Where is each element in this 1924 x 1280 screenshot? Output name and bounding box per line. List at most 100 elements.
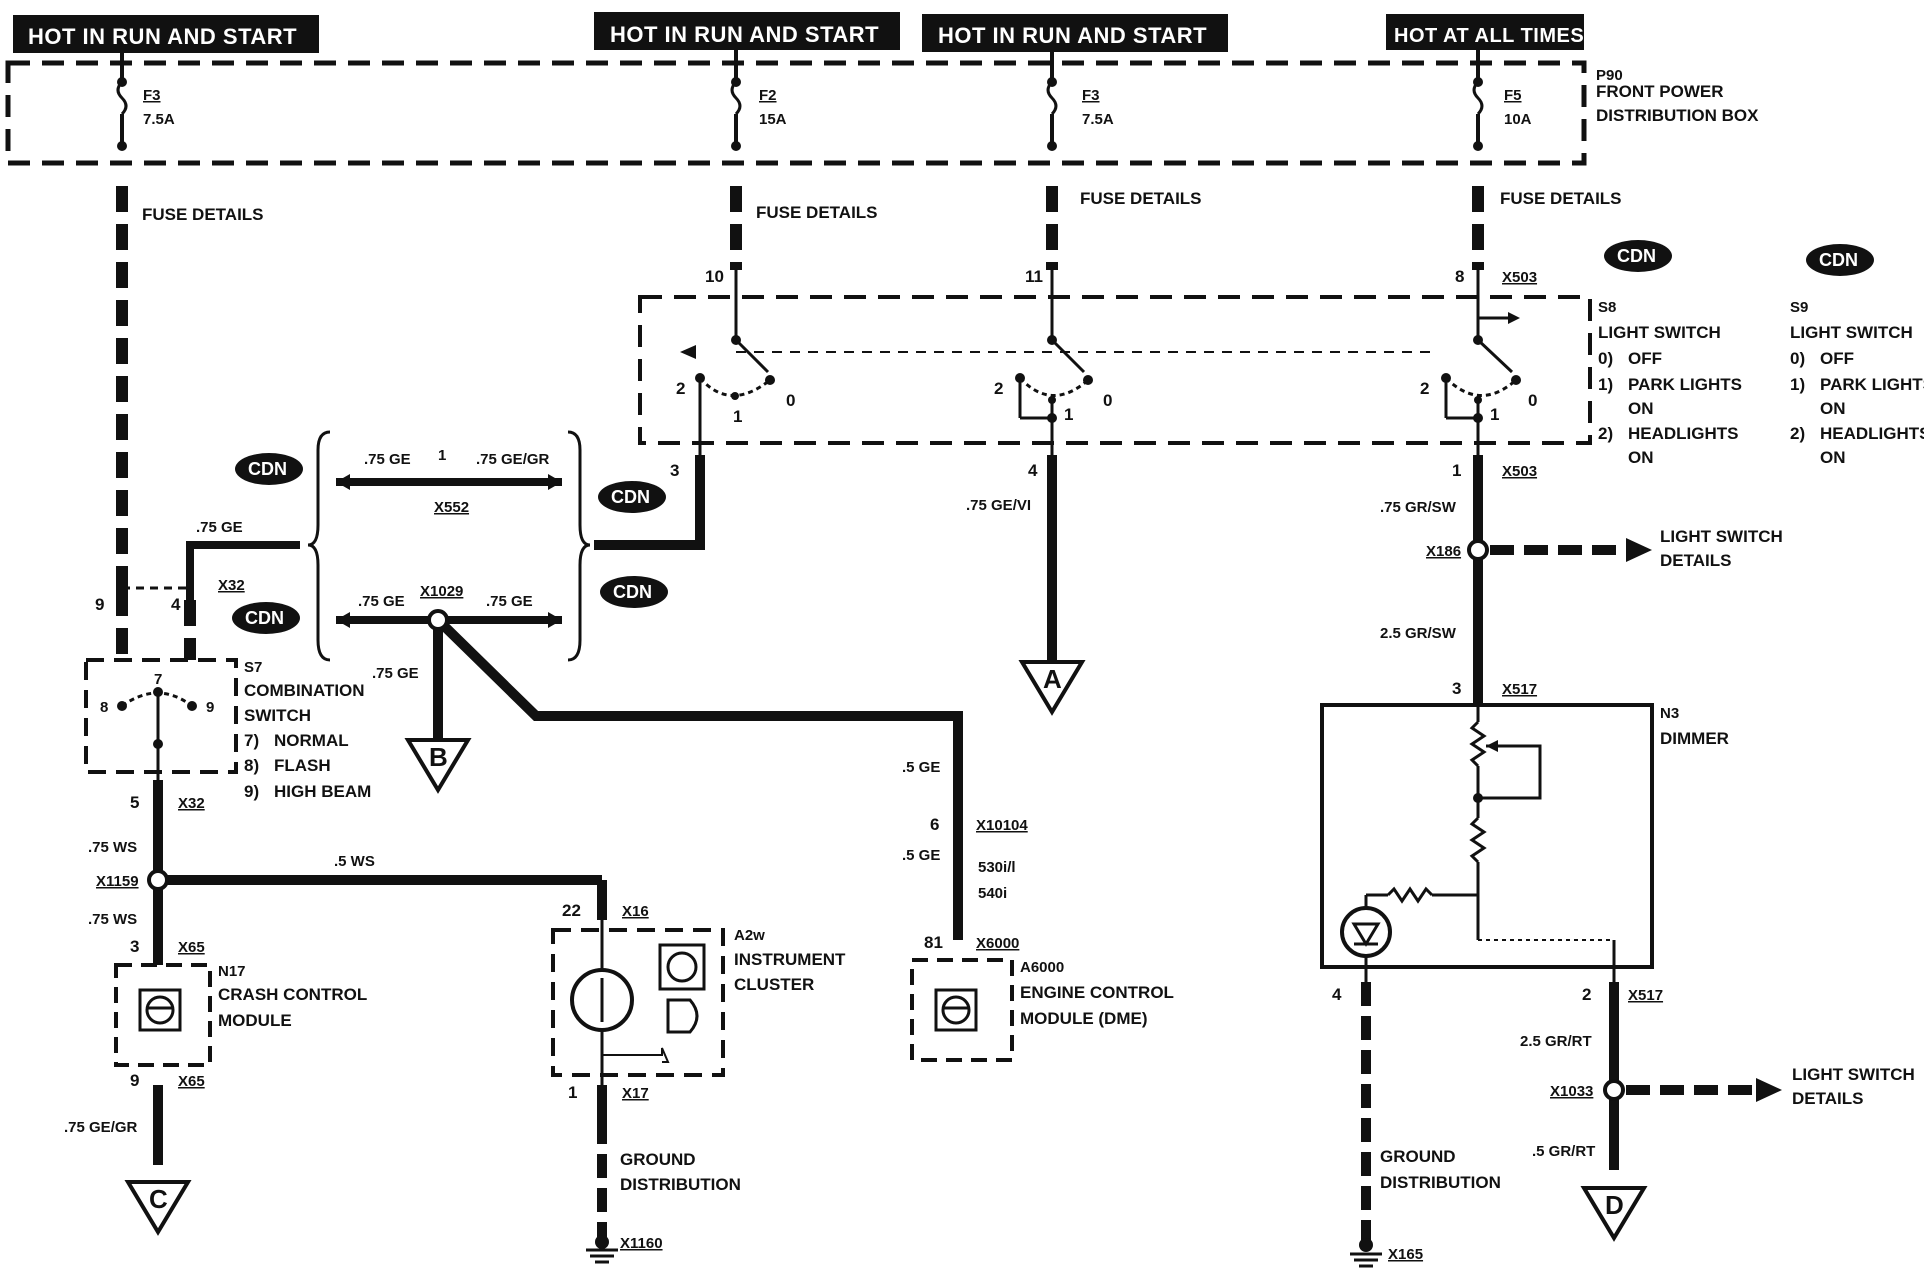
pin-3: 3 bbox=[670, 461, 679, 480]
svg-text:LIGHT SWITCH: LIGHT SWITCH bbox=[1790, 323, 1913, 342]
s8-pos1-a: 1 bbox=[733, 407, 742, 426]
light-switch-details-2: LIGHT SWITCH bbox=[1792, 1065, 1915, 1084]
instrument-cluster-box bbox=[551, 928, 725, 1077]
light-switch-details-1: LIGHT SWITCH bbox=[1660, 527, 1783, 546]
engine-control-module-box bbox=[910, 958, 1014, 1062]
ground-dist-1b: DISTRIBUTION bbox=[620, 1175, 741, 1194]
svg-text:OFF: OFF bbox=[1820, 349, 1854, 368]
solid-wires bbox=[153, 455, 1619, 1170]
connector-c: C bbox=[124, 1180, 192, 1236]
header-hot-run-start-2: HOT IN RUN AND START bbox=[594, 12, 900, 50]
wire-75gegr-b: .75 GE/GR bbox=[64, 1119, 138, 1136]
engine-module-icon bbox=[934, 988, 978, 1032]
s7-pin-7: 7 bbox=[154, 671, 162, 688]
wire-5grrt: .5 GR/RT bbox=[1532, 1143, 1595, 1160]
fuse-details-3: FUSE DETAILS bbox=[1080, 189, 1202, 208]
pin-1b: 1 bbox=[568, 1083, 577, 1102]
pin-3b: 3 bbox=[130, 937, 139, 956]
x552-pin-1: 1 bbox=[438, 447, 446, 464]
svg-text:A6000: A6000 bbox=[1020, 959, 1064, 976]
instrument-cluster-internals bbox=[570, 920, 706, 1085]
svg-text:PARK LIGHTS: PARK LIGHTS bbox=[1820, 375, 1924, 394]
header-hot-run-start-1: HOT IN RUN AND START bbox=[13, 15, 319, 53]
svg-text:7.5A: 7.5A bbox=[143, 111, 175, 128]
x186-splice bbox=[1467, 539, 1489, 561]
svg-text:0): 0) bbox=[1598, 349, 1613, 368]
n3-legend: N3 DIMMER bbox=[1660, 705, 1729, 748]
svg-text:CDN: CDN bbox=[245, 608, 284, 628]
x6000-label: X6000 bbox=[976, 935, 1019, 952]
s8-pos2-c: 2 bbox=[1420, 379, 1429, 398]
svg-text:CDN: CDN bbox=[613, 582, 652, 602]
x16-label: X16 bbox=[622, 903, 649, 920]
pin-10: 10 bbox=[705, 267, 724, 286]
pin-22: 22 bbox=[562, 901, 581, 920]
svg-text:7): 7) bbox=[244, 731, 259, 750]
combination-switch-box bbox=[84, 658, 238, 774]
model-530il: 530i/l bbox=[978, 859, 1016, 876]
wire-25grsw: 2.5 GR/SW bbox=[1380, 625, 1457, 642]
dimmer-internals bbox=[1364, 705, 1616, 982]
wire-75ge-top: .75 GE bbox=[196, 519, 243, 536]
pin-6: 6 bbox=[930, 815, 939, 834]
svg-text:2): 2) bbox=[1790, 424, 1805, 443]
x32-label-b: X32 bbox=[178, 795, 205, 812]
x1033-splice bbox=[1603, 1079, 1625, 1101]
svg-text:A: A bbox=[1043, 664, 1062, 694]
x1029-label: X1029 bbox=[420, 583, 463, 600]
svg-text:LIGHT SWITCH: LIGHT SWITCH bbox=[1598, 323, 1721, 342]
x517-label-a: X517 bbox=[1502, 681, 1537, 698]
cdn-badges: CDN CDN CDN CDN CDN CDN bbox=[232, 240, 1874, 634]
svg-text:HIGH BEAM: HIGH BEAM bbox=[274, 782, 371, 801]
svg-text:ON: ON bbox=[1820, 399, 1846, 418]
fuse-details-2: FUSE DETAILS bbox=[756, 203, 878, 222]
svg-text:PARK LIGHTS: PARK LIGHTS bbox=[1628, 375, 1742, 394]
s9-legend: S9 LIGHT SWITCH 0) OFF 1) PARK LIGHTS ON… bbox=[1790, 299, 1924, 467]
fuse-details-1: FUSE DETAILS bbox=[142, 205, 264, 224]
s8-pos0-b: 0 bbox=[1103, 391, 1112, 410]
pin-5: 5 bbox=[130, 793, 139, 812]
s8-pos1-c: 1 bbox=[1490, 405, 1499, 424]
svg-text:ON: ON bbox=[1628, 448, 1654, 467]
wire-75ge-d: .75 GE bbox=[372, 665, 419, 682]
svg-text:ON: ON bbox=[1628, 399, 1654, 418]
fuse-detail-wires bbox=[116, 186, 1484, 590]
pin-4c: 4 bbox=[1332, 985, 1342, 1004]
wire-75ws-a: .75 WS bbox=[88, 839, 137, 856]
svg-text:HEADLIGHTS: HEADLIGHTS bbox=[1820, 424, 1924, 443]
svg-text:CDN: CDN bbox=[611, 487, 650, 507]
svg-text:0): 0) bbox=[1790, 349, 1805, 368]
svg-text:S7: S7 bbox=[244, 659, 262, 676]
light-switch-s8-box bbox=[638, 295, 1592, 445]
header-hot-run-start-3: HOT IN RUN AND START bbox=[922, 14, 1228, 52]
x552-label: X552 bbox=[434, 499, 469, 516]
ground-dist-2a: GROUND bbox=[1380, 1147, 1456, 1166]
svg-text:10A: 10A bbox=[1504, 111, 1532, 128]
svg-text:8): 8) bbox=[244, 756, 259, 775]
x186-arrow bbox=[1626, 538, 1652, 562]
fuse-1: F3 7.5A bbox=[116, 50, 175, 151]
svg-text:CDN: CDN bbox=[1617, 246, 1656, 266]
ground-dist-2b: DISTRIBUTION bbox=[1380, 1173, 1501, 1192]
header-hot-at-all-times: HOT AT ALL TIMES bbox=[1386, 14, 1584, 50]
svg-text:9): 9) bbox=[244, 782, 259, 801]
wire-75ge-a: .75 GE bbox=[364, 451, 411, 468]
x517-label-b: X517 bbox=[1628, 987, 1663, 1004]
svg-text:F3: F3 bbox=[143, 87, 161, 104]
svg-text:COMBINATION: COMBINATION bbox=[244, 681, 365, 700]
pin-11: 11 bbox=[1025, 267, 1043, 286]
x1160-label: X1160 bbox=[620, 1235, 663, 1252]
combination-switch-contacts bbox=[121, 691, 193, 780]
wire-arrowheads bbox=[336, 474, 562, 628]
svg-text:F5: F5 bbox=[1504, 87, 1522, 104]
pin-9b: 9 bbox=[130, 1071, 139, 1090]
s8-pos1-b: 1 bbox=[1064, 405, 1073, 424]
svg-text:NORMAL: NORMAL bbox=[274, 731, 349, 750]
svg-text:S8: S8 bbox=[1598, 299, 1616, 316]
x1029-splice bbox=[427, 609, 449, 631]
svg-text:HOT IN RUN AND START: HOT IN RUN AND START bbox=[938, 23, 1207, 48]
svg-text:CDN: CDN bbox=[248, 459, 287, 479]
svg-text:CDN: CDN bbox=[1819, 250, 1858, 270]
svg-text:1): 1) bbox=[1598, 375, 1613, 394]
